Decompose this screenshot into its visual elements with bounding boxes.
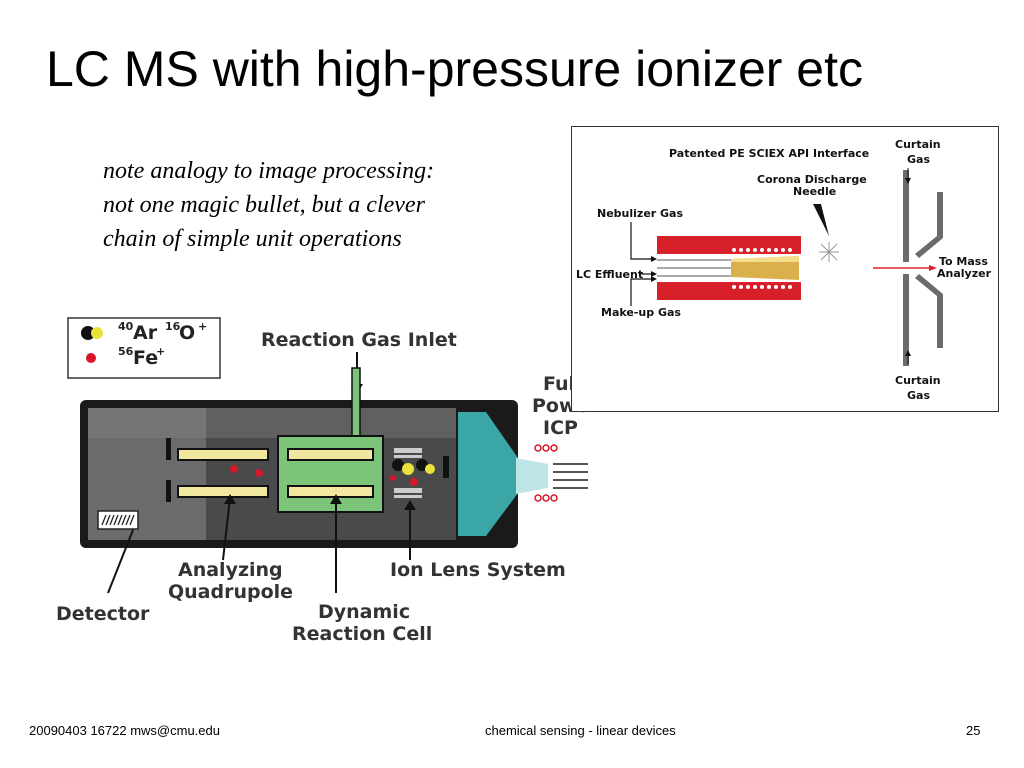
icp-ms-diagram: 40 Ar 16 O + 56 Fe + Reaction Gas Inlet … xyxy=(56,317,599,645)
corona-needle xyxy=(813,204,829,236)
corona-label: Corona Discharge xyxy=(757,173,867,186)
slide-title: LC MS with high-pressure ionizer etc xyxy=(46,41,863,97)
page-number: 25 xyxy=(966,723,981,738)
dynamic-reaction-cell xyxy=(277,367,384,513)
sciex-title: Patented PE SCIEX API Interface xyxy=(669,147,869,160)
footer-left: 20090403 16722 mws@cmu.edu xyxy=(29,723,220,738)
analyzing-label: Analyzing xyxy=(178,559,283,581)
analyzing-quadrupole xyxy=(166,438,269,502)
argon-mass: 40 xyxy=(118,320,134,333)
to-mass-label: To Mass xyxy=(939,255,988,268)
curtain-gas-top-label: Curtain xyxy=(895,138,941,151)
discharge-spark xyxy=(819,242,839,262)
iron-ion-icon xyxy=(86,353,96,363)
curtain-gas-bottom-label-2: Gas xyxy=(907,389,930,402)
note-line: chain of simple unit operations xyxy=(103,226,402,252)
detector-box xyxy=(97,510,139,530)
makeup-gas-label: Make-up Gas xyxy=(601,306,681,319)
curtain-gas-top-label-2: Gas xyxy=(907,153,930,166)
iron-charge: + xyxy=(156,345,165,358)
lc-effluent-label: LC Effluent xyxy=(576,268,643,281)
ion-lens-system-label: Ion Lens System xyxy=(390,559,566,581)
oxygen-symbol: O xyxy=(179,322,195,344)
note-line: not one magic bullet, but a clever xyxy=(103,192,425,218)
detector-label: Detector xyxy=(56,603,150,625)
ion-legend: 40 Ar 16 O + 56 Fe + xyxy=(67,317,221,379)
sciex-api-diagram: Patented PE SCIEX API Interface Curtain … xyxy=(571,126,999,412)
reaction-cell-label: Reaction Cell xyxy=(292,623,432,645)
nebulizer-gas-label: Nebulizer Gas xyxy=(597,207,683,220)
analyzer-label: Analyzer xyxy=(937,267,992,280)
iron-symbol: Fe xyxy=(133,347,158,369)
sampling-cone xyxy=(456,408,588,540)
note-line: note analogy to image processing: xyxy=(103,158,435,184)
needle-label: Needle xyxy=(793,185,836,198)
analogy-note: note analogy to image processing: not on… xyxy=(103,154,434,256)
ion-lens-system xyxy=(390,448,449,498)
footer-center: chemical sensing - linear devices xyxy=(485,723,676,738)
oxygen-atom-icon xyxy=(91,327,103,339)
argon-atom-icon xyxy=(81,326,95,340)
curtain-plate xyxy=(903,170,943,366)
curtain-gas-bottom-label: Curtain xyxy=(895,374,941,387)
iron-mass: 56 xyxy=(118,345,134,358)
oxygen-charge: + xyxy=(198,320,207,333)
heated-nebulizer xyxy=(657,236,801,300)
dynamic-label: Dynamic xyxy=(318,601,410,623)
reaction-gas-inlet-label: Reaction Gas Inlet xyxy=(261,329,457,351)
argon-symbol: Ar xyxy=(133,322,158,344)
oxygen-mass: 16 xyxy=(165,320,181,333)
icp-label: ICP xyxy=(543,417,578,439)
quadrupole-label: Quadrupole xyxy=(168,581,293,603)
